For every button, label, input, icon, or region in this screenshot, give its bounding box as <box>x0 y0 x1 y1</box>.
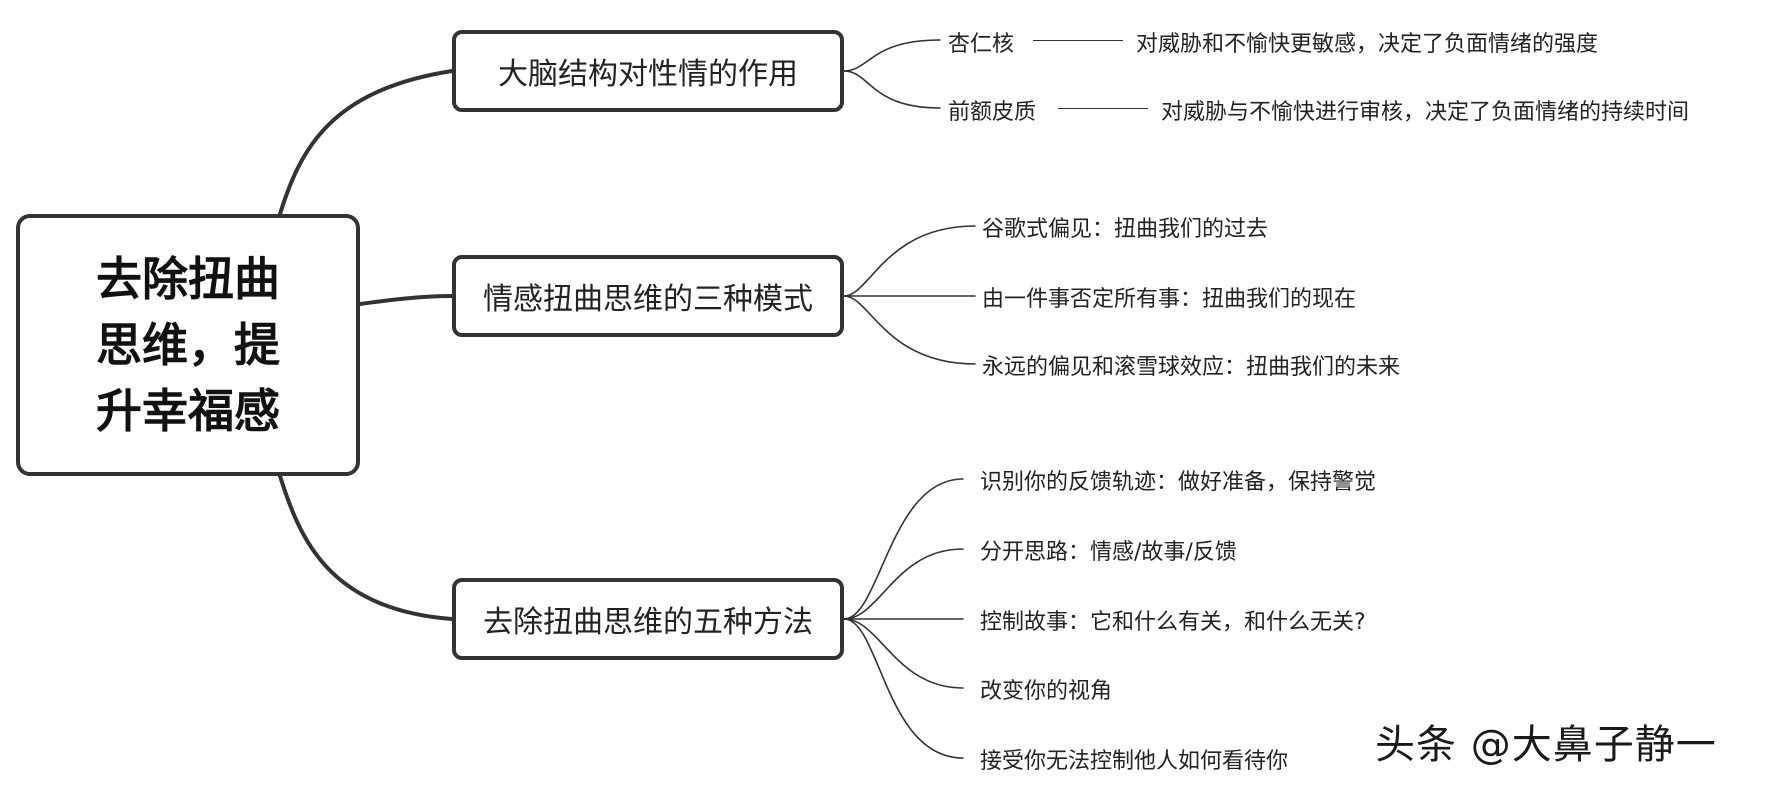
root-node[interactable]: 去除扭曲思维，提升幸福感 <box>16 214 360 476</box>
leaf-term-prefrontal-cortex: 前额皮质 <box>948 100 1037 125</box>
leaf-overgeneralization: 由一件事否定所有事：扭曲我们的现在 <box>982 287 1357 312</box>
branch-1-leaf-1-connector <box>843 39 941 72</box>
branch-label: 去除扭曲思维的五种方法 <box>483 605 813 640</box>
leaf-snowball-effect: 永远的偏见和滚雪球效应：扭曲我们的未来 <box>982 355 1401 380</box>
root-to-branch-3-connector <box>278 474 454 621</box>
root-title: 去除扭曲思维，提升幸福感 <box>96 252 280 438</box>
branch-label: 情感扭曲思维的三种模式 <box>483 282 813 317</box>
leaf-term-separator <box>1033 40 1123 41</box>
leaf-method-2: 分开思路：情感/故事/反馈 <box>980 540 1237 565</box>
watermark-text: 头条 @大鼻子静一 <box>1375 722 1717 768</box>
leaf-term-amygdala: 杏仁核 <box>948 32 1015 57</box>
leaf-method-5: 接受你无法控制他人如何看待你 <box>980 749 1289 774</box>
branch-node-brain-structure[interactable]: 大脑结构对性情的作用 <box>452 30 844 112</box>
leaf-desc-amygdala: 对威胁和不愉快更敏感，决定了负面情绪的强度 <box>1136 32 1599 57</box>
branch-node-removal-methods[interactable]: 去除扭曲思维的五种方法 <box>452 578 844 660</box>
branch-3-leaf-4-connector <box>843 618 964 689</box>
branch-2-leaf-3-connector <box>843 295 976 365</box>
leaf-term-separator <box>1058 108 1148 109</box>
branch-3-leaf-2-connector <box>843 548 964 620</box>
leaf-desc-prefrontal-cortex: 对威胁与不愉快进行审核，决定了负面情绪的持续时间 <box>1161 100 1690 125</box>
branch-1-leaf-2-connector <box>843 70 941 109</box>
branch-2-leaf-1-connector <box>843 225 976 297</box>
leaf-method-3: 控制故事：它和什么有关，和什么无关? <box>980 610 1366 635</box>
branch-label: 大脑结构对性情的作用 <box>498 57 798 92</box>
leaf-method-1: 识别你的反馈轨迹：做好准备，保持警觉 <box>980 470 1377 495</box>
leaf-method-4: 改变你的视角 <box>980 679 1113 704</box>
branch-3-leaf-1-connector <box>843 478 964 620</box>
branch-3-leaf-5-connector <box>843 618 964 759</box>
root-to-branch-1-connector <box>278 69 454 216</box>
root-to-branch-2-connector <box>358 294 454 306</box>
branch-node-distortion-modes[interactable]: 情感扭曲思维的三种模式 <box>452 255 844 337</box>
leaf-google-bias: 谷歌式偏见：扭曲我们的过去 <box>982 217 1269 242</box>
